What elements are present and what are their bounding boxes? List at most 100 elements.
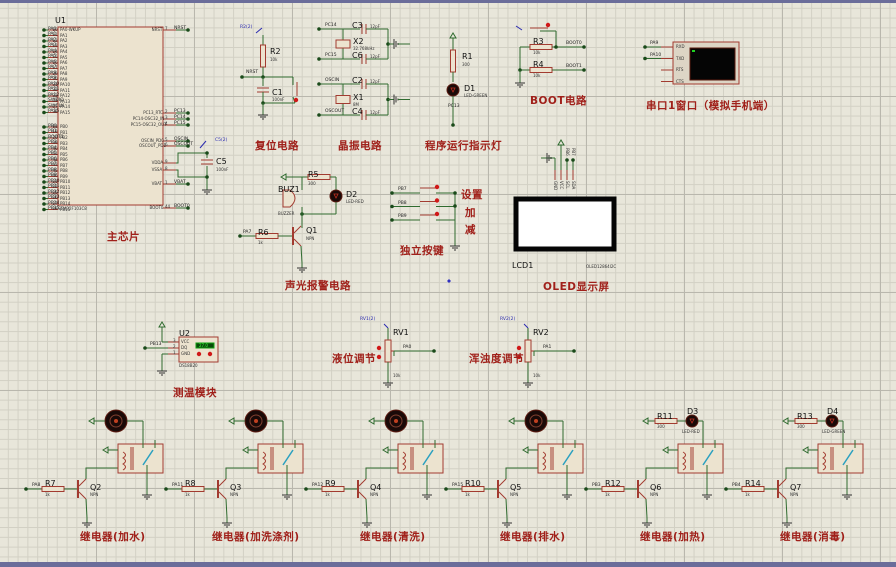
c5-probe-label: C5(2) bbox=[215, 138, 228, 143]
relay-resistor-ref: R12 bbox=[605, 479, 621, 488]
u1-chip-body bbox=[57, 26, 164, 206]
pin-junction bbox=[42, 169, 46, 173]
relay-net-pa15: PA15 bbox=[452, 483, 464, 488]
r2-resistor-icon bbox=[260, 44, 266, 68]
ds18b20-pin-num: 1 bbox=[173, 350, 176, 355]
d1-led-icon bbox=[450, 87, 456, 93]
crystal-cap-value: 12pF bbox=[370, 54, 380, 59]
wire bbox=[300, 245, 303, 264]
junction-dot bbox=[451, 123, 455, 127]
wire bbox=[785, 498, 788, 519]
r5-ref: R5 bbox=[308, 170, 319, 179]
u1-net-pb4: PB4 bbox=[48, 145, 57, 151]
pot-probe-label: RV1(2) bbox=[360, 317, 376, 322]
motor-icon bbox=[114, 419, 118, 423]
d2-led-icon bbox=[329, 189, 343, 203]
motor-icon bbox=[394, 419, 398, 423]
d1-value: LED-GREEN bbox=[464, 93, 488, 98]
junction-dot bbox=[304, 487, 308, 491]
origin-marker-icon bbox=[447, 279, 451, 283]
d2-value: LED-RED bbox=[346, 199, 364, 204]
u2-part: DS18B20 bbox=[179, 363, 198, 368]
ds18b20-body bbox=[178, 336, 219, 363]
crystal-cap-value: 12pF bbox=[370, 110, 380, 115]
relay-net-pa11: PA11 bbox=[172, 483, 184, 488]
u1-net-pb14: PB14 bbox=[48, 200, 60, 206]
pot-value: 10k bbox=[533, 373, 541, 378]
uart-net-pa9: PA9 bbox=[650, 41, 659, 46]
relay-transistor-ref: Q3 bbox=[230, 483, 242, 492]
junction-dot bbox=[390, 191, 394, 195]
wire bbox=[645, 465, 679, 479]
button-state-icon bbox=[434, 198, 440, 203]
junction-dot bbox=[240, 75, 244, 79]
crystal-value: 32.768kHz bbox=[353, 46, 375, 51]
crystal-net: OSCOUT bbox=[325, 109, 345, 114]
wire bbox=[225, 465, 259, 479]
u1-pin-name: PA10 bbox=[60, 82, 70, 87]
junction-dot bbox=[453, 191, 457, 195]
pin-junction bbox=[42, 152, 46, 157]
crystal-icon bbox=[335, 39, 351, 49]
crystal-cap-ref: C4 bbox=[352, 107, 363, 116]
u1-pin-num: 39 bbox=[52, 140, 58, 145]
section-title-alarm: 声光报警电路 bbox=[285, 280, 351, 292]
u1-pin-name: PB15 bbox=[60, 206, 71, 212]
motor-icon bbox=[109, 414, 123, 428]
u1-pin-name: PC13_RTC bbox=[143, 110, 163, 115]
pin-junction bbox=[42, 88, 46, 93]
wire bbox=[645, 498, 648, 519]
relay-npn-transistor-icon bbox=[498, 491, 507, 500]
u1-net-pa11: PA11 bbox=[48, 87, 60, 92]
pin-junction bbox=[42, 207, 46, 212]
power-arrow-icon bbox=[449, 32, 457, 39]
u1-pin-num: 11 bbox=[52, 32, 58, 37]
pin-junction bbox=[42, 61, 46, 65]
u1-pin-num: 18 bbox=[52, 123, 58, 129]
power-arrow-icon bbox=[280, 173, 287, 181]
crystal-value: 8M bbox=[353, 101, 359, 107]
u1-pin-name: VBAT bbox=[151, 181, 162, 186]
u1-pin-name: PB10 bbox=[60, 179, 71, 184]
u1-net-pa3: PA3 bbox=[48, 43, 57, 48]
pin-junction bbox=[42, 191, 46, 195]
u1-pin-name: PB5 bbox=[60, 151, 68, 157]
pin-junction bbox=[42, 28, 46, 32]
u1-pin-num: 7 bbox=[165, 26, 168, 31]
section-title-relay-4: 继电器(排水) bbox=[500, 531, 566, 543]
u1-pin-num: 28 bbox=[52, 206, 58, 211]
r6-ref: R6 bbox=[258, 228, 269, 237]
oled-net-scl: PB6 bbox=[565, 148, 570, 156]
u1-pin-num: 3 bbox=[165, 115, 168, 120]
junction-dot bbox=[565, 158, 569, 162]
section-title-reset: 复位电路 bbox=[255, 140, 299, 152]
reset-net-label: NRST bbox=[246, 70, 259, 75]
pin-junction bbox=[42, 66, 46, 71]
uart-pin-cts: CTS bbox=[676, 78, 684, 84]
ds18b20-pin-vcc: VCC bbox=[181, 339, 190, 344]
relay-coil-icon bbox=[822, 451, 826, 471]
relay-transistor-type: NPN bbox=[650, 492, 659, 497]
key-label-sub: 减 bbox=[465, 224, 476, 236]
u1-pin-num: 45 bbox=[52, 167, 58, 173]
relay-resistor-ref: R10 bbox=[465, 479, 481, 488]
oled-pin-sda: SDA bbox=[571, 181, 576, 190]
relay-transistor-type: NPN bbox=[90, 492, 99, 497]
junction-dot bbox=[572, 349, 576, 353]
u1-pin-name: PB11 bbox=[60, 184, 71, 190]
u1-pin-name: PA12 bbox=[60, 93, 70, 98]
oled-part: OLED12864I2C bbox=[586, 264, 617, 269]
power-arrow-icon bbox=[642, 417, 649, 425]
relay-npn-transistor-icon bbox=[218, 478, 227, 487]
power-arrow-icon bbox=[382, 446, 389, 454]
pin-junction bbox=[42, 50, 46, 54]
u1-pin-name: VDDA bbox=[151, 160, 164, 165]
c1-ref: C1 bbox=[272, 88, 283, 97]
u1-pin-name: PA9 bbox=[60, 76, 68, 82]
c5-value: 100nF bbox=[216, 167, 229, 172]
q1-npn-transistor-icon bbox=[293, 238, 302, 247]
junction-dot bbox=[317, 113, 321, 117]
section-title-crystal: 晶振电路 bbox=[338, 140, 382, 152]
window-top-border bbox=[0, 0, 896, 3]
relay-npn-transistor-icon bbox=[778, 491, 787, 500]
